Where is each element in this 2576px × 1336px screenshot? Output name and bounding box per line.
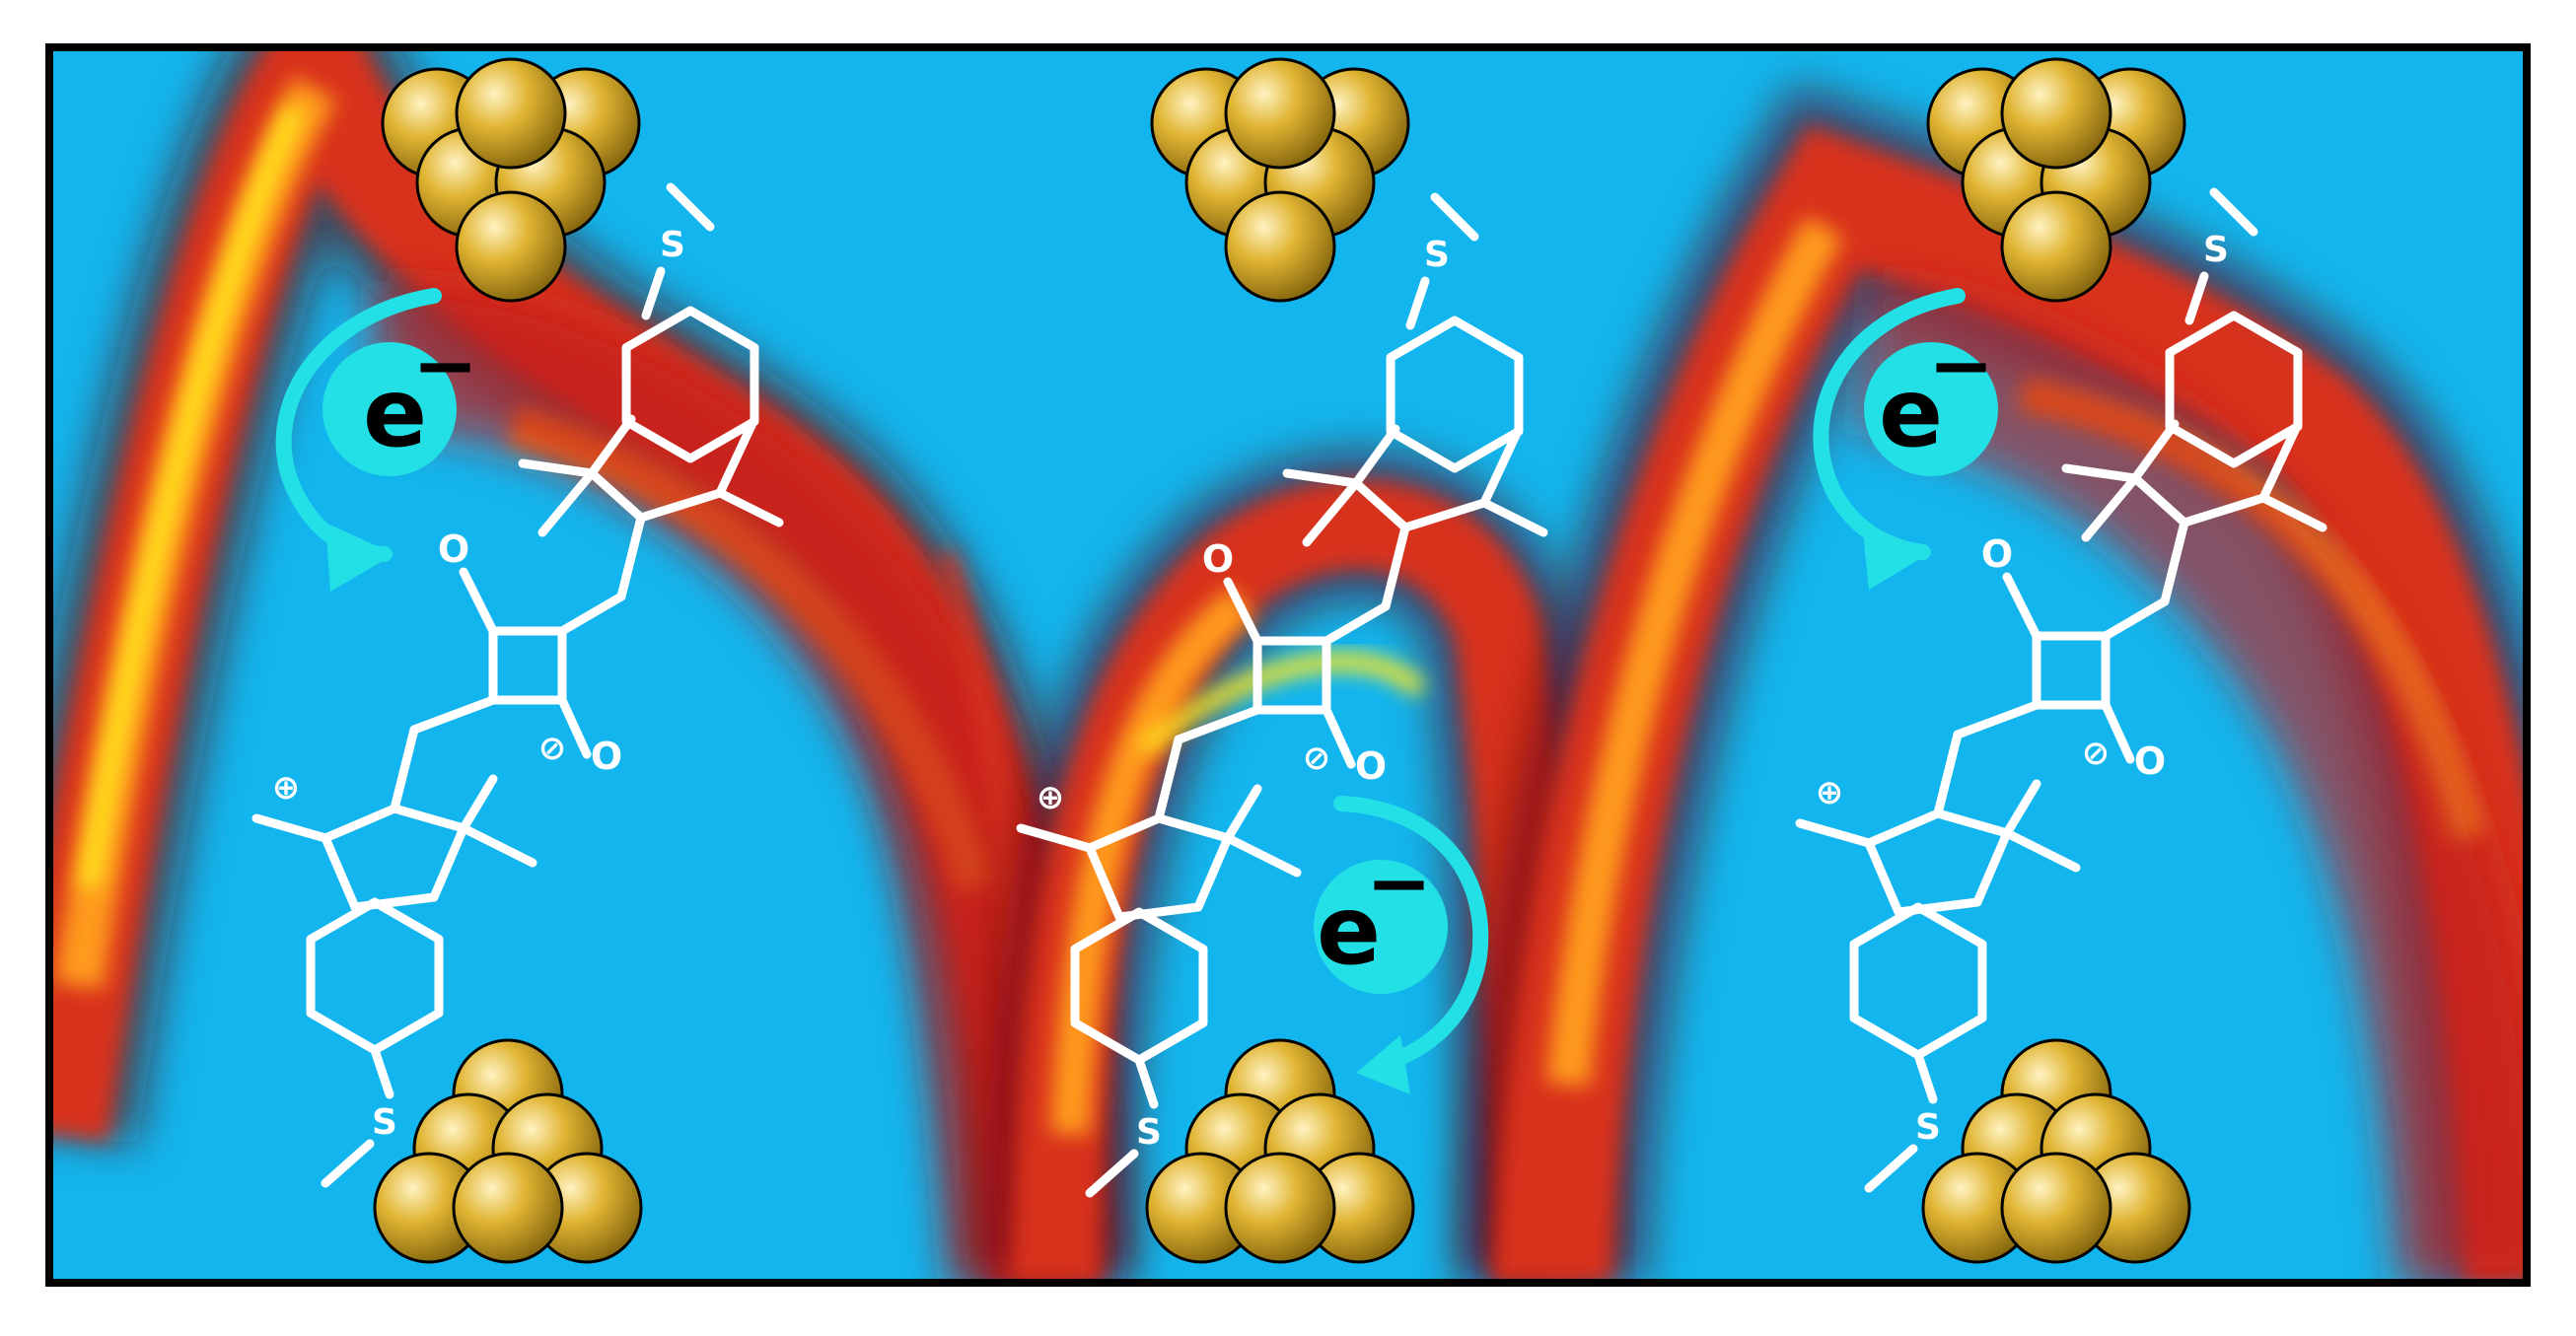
gold-atom — [452, 1152, 564, 1264]
molecule-middle: S O O ⊘ ⊕ S — [1016, 192, 1548, 1198]
gold-tip-right — [1926, 57, 2186, 303]
negative-charge: ⊘ — [538, 729, 567, 768]
gold-atom — [2000, 1152, 2112, 1264]
sulfur-atom-lower: S — [1136, 1112, 1162, 1153]
electron-label-middle: e — [1317, 876, 1381, 986]
electron-circle-left — [322, 342, 457, 476]
electron-charge-left: − — [412, 319, 478, 411]
electron-transfer-middle: e − — [1314, 796, 1489, 1094]
negative-charge: ⊘ — [2082, 734, 2111, 773]
oxygen-atom-top: O — [438, 527, 469, 571]
positive-charge: ⊕ — [1816, 773, 1844, 812]
sulfur-atom-lower: S — [1915, 1107, 1941, 1148]
electron-circle-right — [1864, 342, 1998, 476]
gold-substrate-left — [373, 1038, 643, 1264]
positive-charge: ⊕ — [272, 768, 301, 808]
oxygen-atom-bottom: O — [2134, 739, 2166, 783]
molecule-right: S O O ⊘ ⊕ S — [1795, 187, 2327, 1193]
gold-atom — [1224, 57, 1336, 170]
gold-atom — [455, 190, 567, 303]
electron-transfer-left: e − — [275, 288, 478, 592]
gold-tip-middle — [1150, 57, 1410, 303]
electron-charge-middle: − — [1366, 837, 1432, 929]
negative-charge: ⊘ — [1303, 738, 1331, 778]
gold-atom — [2000, 57, 2112, 170]
positive-charge: ⊕ — [1037, 778, 1065, 817]
arrowhead-middle — [1356, 1035, 1410, 1094]
arrowhead-left — [325, 523, 394, 592]
gold-tip-left — [381, 57, 641, 303]
gold-substrate-right — [1921, 1038, 2191, 1264]
molecules: S O O ⊘ ⊕ S S O O ⊘ ⊕ S S O O ⊘ ⊕ S — [251, 182, 2327, 1198]
gold-substrate-middle — [1145, 1038, 1415, 1264]
transfer-arrow-middle — [1333, 796, 1489, 1073]
gold-clusters — [373, 57, 2191, 1264]
electron-circle-middle — [1314, 860, 1448, 994]
gold-atom — [455, 57, 567, 170]
electron-charge-right: − — [1928, 319, 1994, 411]
oxygen-atom-bottom: O — [1355, 744, 1387, 788]
arrowhead-right — [1862, 523, 1931, 590]
molecule-left: S O O ⊘ ⊕ S — [251, 182, 784, 1188]
sulfur-atom: S — [1424, 235, 1450, 275]
electron-transfer-right: e − — [1813, 288, 1998, 590]
gold-atom — [2000, 190, 2112, 303]
figure-frame — [45, 43, 2531, 1287]
sulfur-atom: S — [2203, 230, 2229, 270]
oxygen-atom-top: O — [1202, 537, 1234, 581]
sulfur-atom: S — [660, 225, 685, 265]
electron-label-left: e — [363, 358, 427, 468]
oxygen-atom-top: O — [1981, 532, 2013, 576]
gold-atom — [1224, 1152, 1336, 1264]
oxygen-atom-bottom: O — [591, 735, 622, 778]
electron-label-right: e — [1879, 358, 1943, 468]
gold-atom — [1224, 190, 1336, 303]
sulfur-atom-lower: S — [372, 1102, 397, 1143]
